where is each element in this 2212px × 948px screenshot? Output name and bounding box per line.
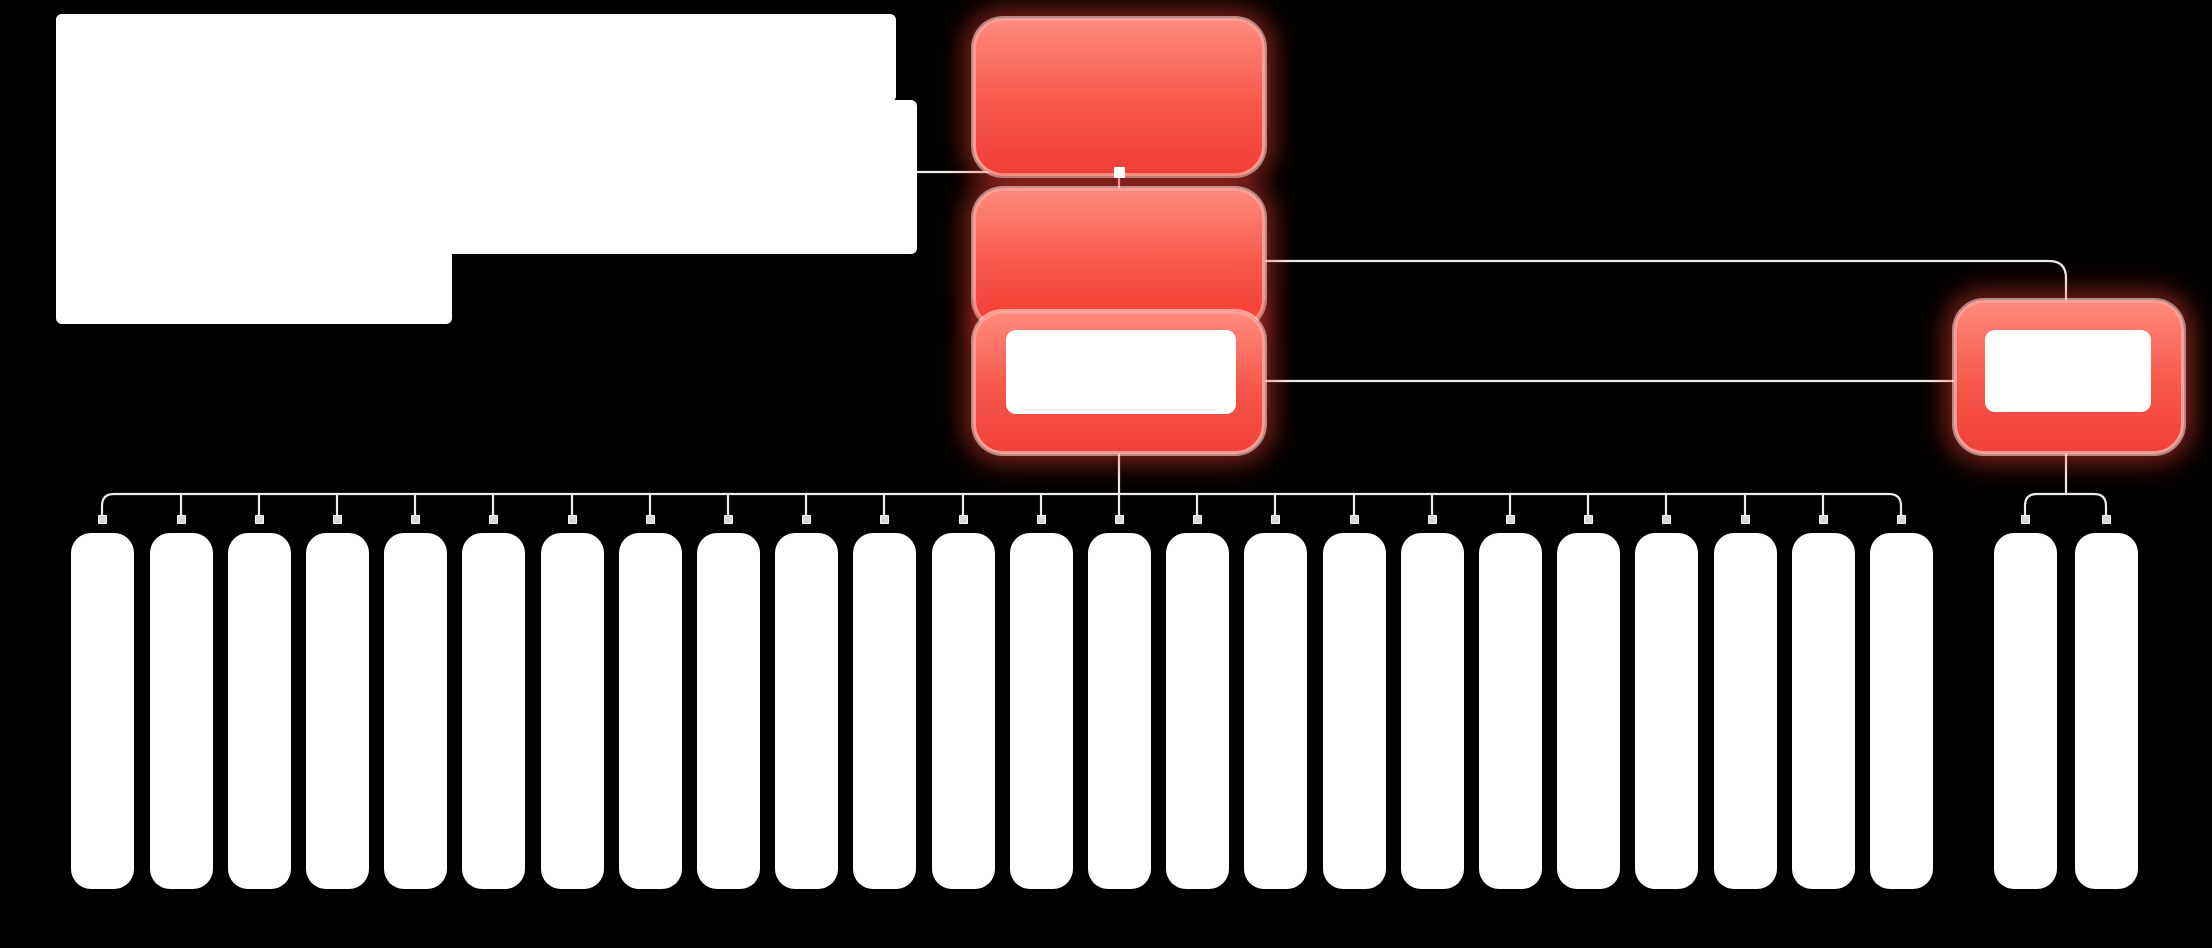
leaf-node-22[interactable] <box>1713 533 1777 889</box>
connection-handle-25[interactable] <box>2020 514 2030 524</box>
connection-handle-16[interactable] <box>1270 514 1280 524</box>
leaf-node-6[interactable] <box>461 533 525 889</box>
connector-middle-to-right-top <box>1265 259 2068 300</box>
red-node-bottom[interactable] <box>973 311 1265 454</box>
leaf-node-16[interactable] <box>1243 533 1307 889</box>
leaf-node-14[interactable] <box>1087 533 1151 889</box>
leaf-node-8[interactable] <box>618 533 682 889</box>
leaf-node-10[interactable] <box>774 533 838 889</box>
red-node-right[interactable] <box>1954 300 2184 454</box>
connection-handle-2[interactable] <box>176 514 186 524</box>
connection-handle-24[interactable] <box>1896 514 1906 524</box>
connector-stubs <box>179 494 1825 519</box>
leaf-node-11[interactable] <box>852 533 916 889</box>
connection-handle-20[interactable] <box>1583 514 1593 524</box>
connection-handle-8[interactable] <box>645 514 655 524</box>
leaf-node-7[interactable] <box>540 533 604 889</box>
leaf-node-15[interactable] <box>1165 533 1229 889</box>
connection-handle-10[interactable] <box>801 514 811 524</box>
connection-handle-5[interactable] <box>410 514 420 524</box>
leaf-node-17[interactable] <box>1322 533 1386 889</box>
white-block-left[interactable] <box>56 14 452 324</box>
leaf-node-23[interactable] <box>1791 533 1855 889</box>
connection-handle-12[interactable] <box>958 514 968 524</box>
leaf-node-13[interactable] <box>1009 533 1073 889</box>
leaf-node-21[interactable] <box>1634 533 1698 889</box>
leaf-node-3[interactable] <box>227 533 291 889</box>
connector-right-split <box>2023 454 2108 519</box>
leaf-node-12[interactable] <box>931 533 995 889</box>
connection-handle-23[interactable] <box>1818 514 1828 524</box>
leaf-node-19[interactable] <box>1478 533 1542 889</box>
connection-handle-11[interactable] <box>879 514 889 524</box>
leaf-node-5[interactable] <box>383 533 447 889</box>
spine-connection-handle[interactable] <box>1113 166 1125 178</box>
connection-handle-7[interactable] <box>567 514 577 524</box>
leaf-node-24[interactable] <box>1869 533 1933 889</box>
connection-handle-13[interactable] <box>1036 514 1046 524</box>
leaf-node-2[interactable] <box>149 533 213 889</box>
connection-handle-18[interactable] <box>1427 514 1437 524</box>
connection-handle-22[interactable] <box>1740 514 1750 524</box>
leaf-node-26[interactable] <box>2074 533 2138 889</box>
connection-handle-26[interactable] <box>2101 514 2111 524</box>
connection-handle-15[interactable] <box>1192 514 1202 524</box>
leaf-node-1[interactable] <box>70 533 134 889</box>
leaf-node-4[interactable] <box>305 533 369 889</box>
connection-handle-19[interactable] <box>1505 514 1515 524</box>
leaf-node-9[interactable] <box>696 533 760 889</box>
connector-trunk <box>100 492 1903 519</box>
connection-handle-6[interactable] <box>488 514 498 524</box>
connection-handle-21[interactable] <box>1661 514 1671 524</box>
red-node-bottom-text-box[interactable] <box>1006 330 1236 414</box>
red-node-top[interactable] <box>973 18 1265 176</box>
leaf-node-25[interactable] <box>1993 533 2057 889</box>
connection-handle-3[interactable] <box>254 514 264 524</box>
connection-handle-9[interactable] <box>723 514 733 524</box>
connection-handle-14[interactable] <box>1114 514 1124 524</box>
red-node-right-text-box[interactable] <box>1985 330 2151 412</box>
connection-handle-17[interactable] <box>1349 514 1359 524</box>
connection-handle-1[interactable] <box>97 514 107 524</box>
leaf-node-18[interactable] <box>1400 533 1464 889</box>
leaf-node-20[interactable] <box>1556 533 1620 889</box>
connection-handle-4[interactable] <box>332 514 342 524</box>
red-node-middle[interactable] <box>973 188 1265 329</box>
